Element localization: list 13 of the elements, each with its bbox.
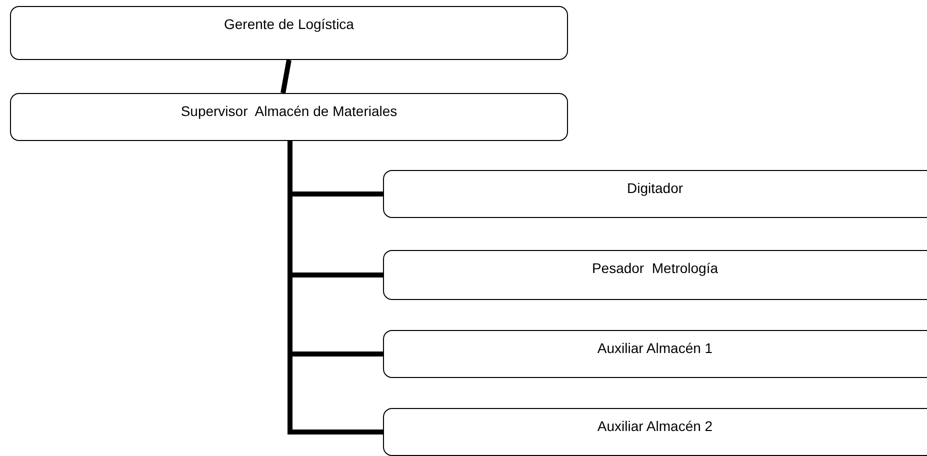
role-title: Auxiliar Almacén 2: [597, 417, 713, 436]
role-box: [383, 330, 927, 378]
role-box: [10, 93, 568, 141]
role-title: Pesador Metrología: [592, 259, 718, 278]
role-box: [383, 170, 927, 218]
role-title: Supervisor Almacén de Materiales: [180, 102, 398, 121]
role-title: Auxiliar Almacén 1: [597, 339, 713, 358]
role-title: Digitador: [626, 179, 684, 198]
role-box: [383, 250, 927, 300]
connector-line: [280, 60, 292, 94]
role-title: Gerente de Logística: [224, 15, 354, 34]
role-box: [383, 408, 927, 456]
role-box: [10, 6, 568, 60]
